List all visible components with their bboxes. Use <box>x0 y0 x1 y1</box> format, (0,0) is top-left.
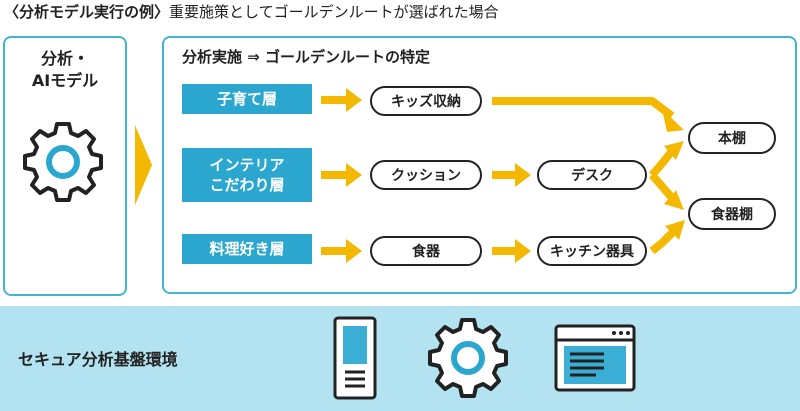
product-tableware: 食器 <box>370 236 482 266</box>
secure-environment-label: セキュア分析基盤環境 <box>18 350 178 369</box>
product-desk: デスク <box>537 160 647 190</box>
arrow-parenting-to-kids-storage <box>321 88 362 112</box>
arrow-desk-to-bookshelf <box>649 141 684 178</box>
arrow-interior-to-cushion <box>321 163 362 187</box>
product-kitchen-tools: キッチン器具 <box>537 236 647 266</box>
arrow-cushion-to-desk <box>492 163 531 187</box>
product-dish-shelf: 食器棚 <box>688 198 776 230</box>
golden-route-title: 分析実施 ⇒ ゴールデンルートの特定 <box>182 48 431 66</box>
arrow-cooking-to-tableware <box>321 239 362 263</box>
gear-icon <box>428 318 508 398</box>
analysis-model-title-line2: AIモデル <box>31 71 99 90</box>
secure-environment-band: セキュア分析基盤環境 <box>0 306 800 411</box>
segment-cooking-label: 料理好き層 <box>209 240 285 258</box>
server-icon <box>333 316 377 400</box>
caption-text: 重要施策としてゴールデンルートが選ばれた場合 <box>169 3 499 21</box>
segment-interior-label-line2: こだわり層 <box>209 176 285 194</box>
product-kids-storage: キッズ収納 <box>370 86 482 116</box>
segment-interior: インテリア こだわり層 <box>182 148 312 202</box>
segment-interior-label-line1: インテリア <box>209 156 285 174</box>
caption-lead: 〈分析モデル実行の例〉 <box>4 3 170 21</box>
figure-caption: 〈分析モデル実行の例〉重要施策としてゴールデンルートが選ばれた場合 <box>4 2 499 22</box>
flow-chevron-icon <box>135 125 152 205</box>
arrow-kitchen-tools-to-dish-shelf <box>649 220 685 255</box>
product-bookshelf: 本棚 <box>688 122 776 154</box>
segment-parenting-label: 子育て層 <box>216 90 277 108</box>
arrow-desk-to-dish-shelf <box>649 172 684 210</box>
arrow-tableware-to-kitchen-tools <box>492 239 531 263</box>
analysis-model-title: 分析・ AIモデル <box>5 48 125 92</box>
gear-icon <box>23 122 103 202</box>
product-cushion: クッション <box>370 160 482 190</box>
analysis-model-title-line1: 分析・ <box>40 49 89 68</box>
arrow-kids-storage-to-bookshelf <box>492 97 684 132</box>
segment-cooking: 料理好き層 <box>182 234 312 264</box>
segment-parenting: 子育て層 <box>182 84 312 114</box>
browser-window-icon <box>554 324 636 392</box>
